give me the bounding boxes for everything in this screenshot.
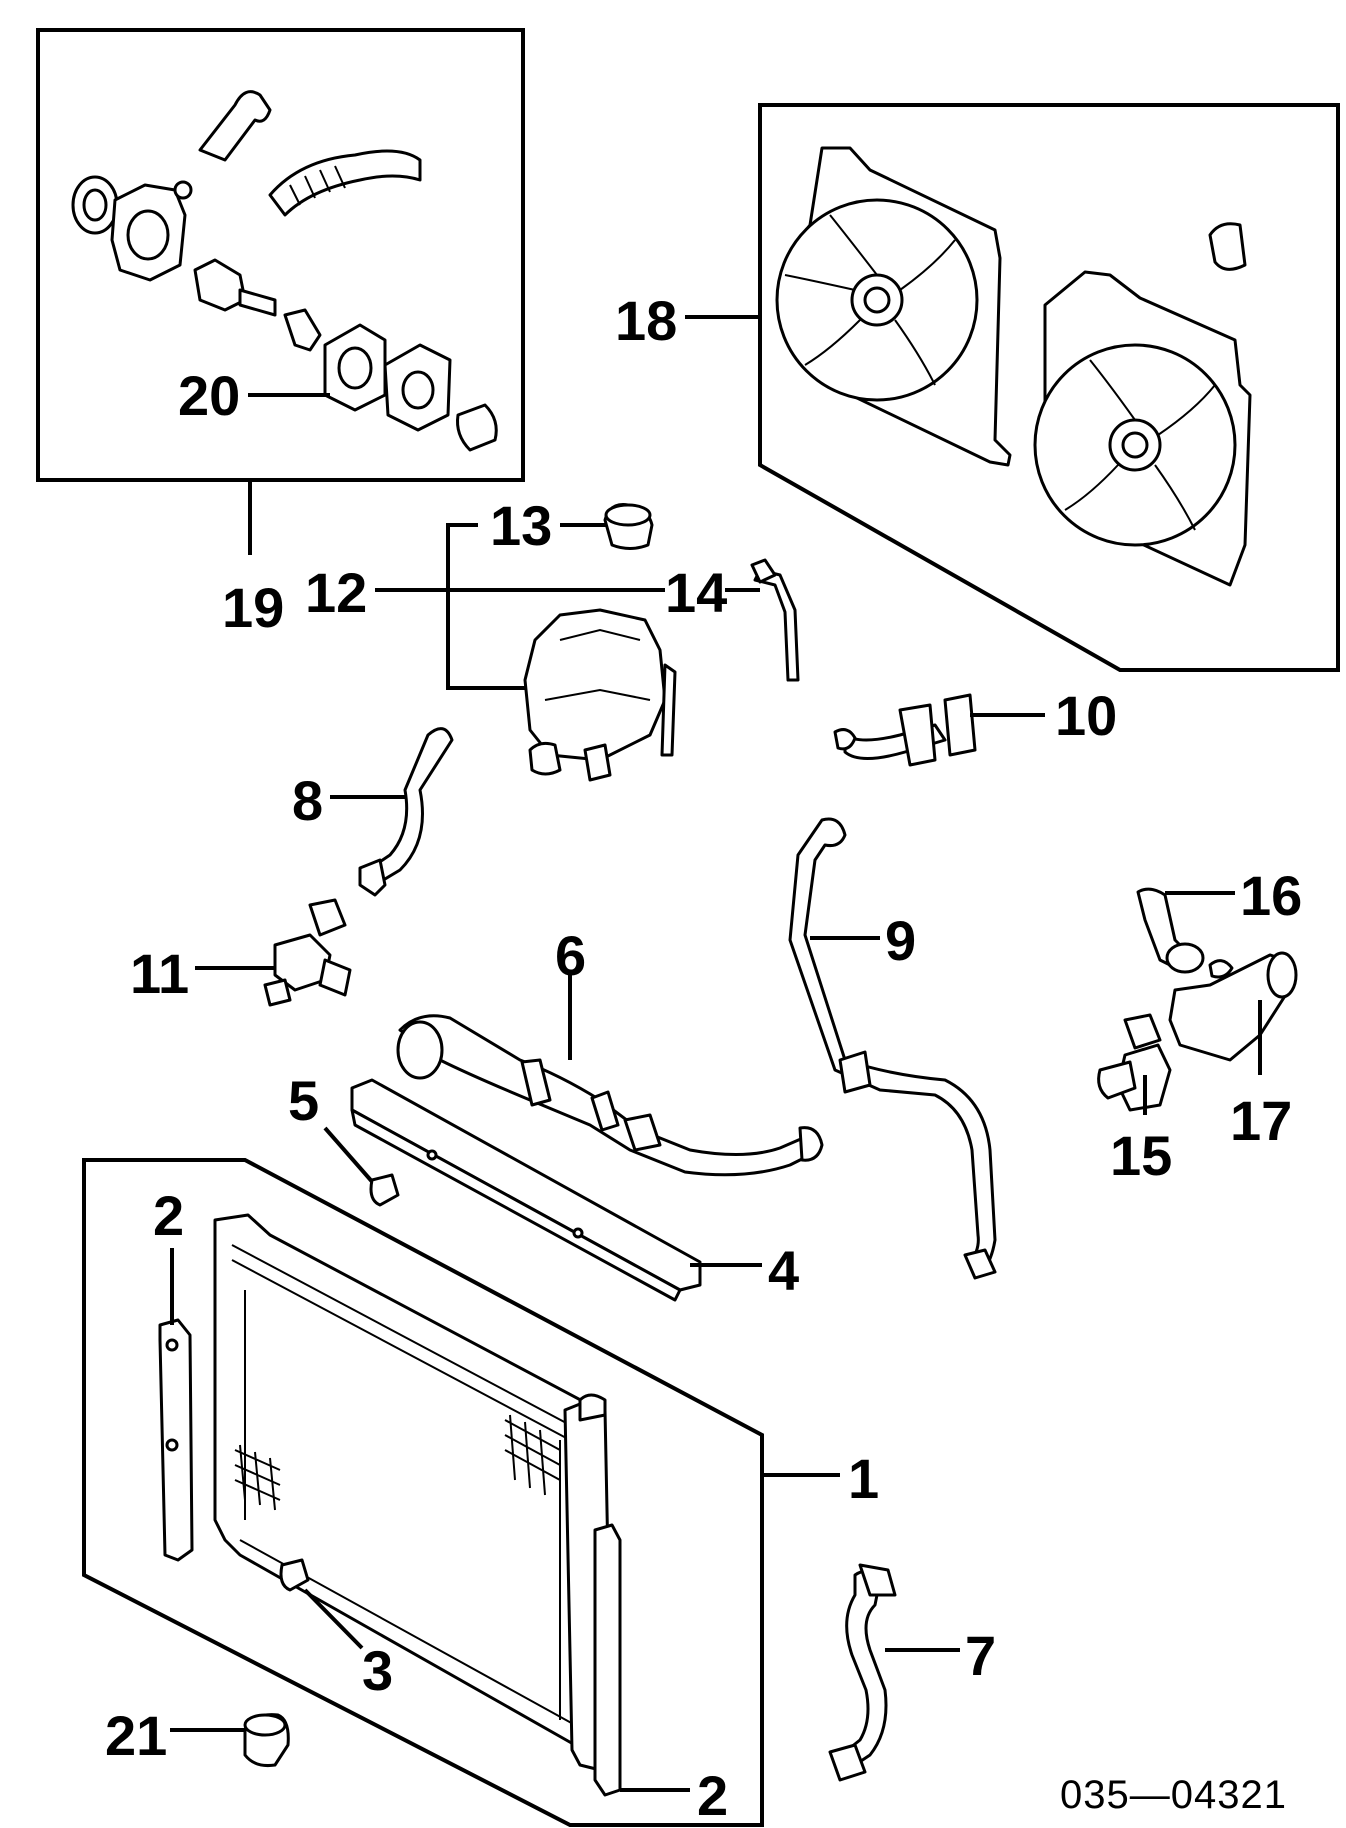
upper-mount-group xyxy=(323,1078,762,1302)
coolant-reservoir-group xyxy=(375,503,800,782)
diagram-reference-code: 035—04321 xyxy=(1060,1773,1287,1817)
callout-21: 21 xyxy=(105,1704,167,1767)
water-outlet-group xyxy=(1097,887,1298,1115)
callout-10: 10 xyxy=(1055,684,1117,747)
callout-12: 12 xyxy=(305,561,367,624)
radiator-group xyxy=(82,1158,840,1827)
callout-18: 18 xyxy=(615,289,677,352)
callout-11: 11 xyxy=(130,942,189,1005)
callout-2b: 2 xyxy=(697,1764,728,1827)
callout-9: 9 xyxy=(885,909,916,972)
callout-8: 8 xyxy=(292,769,323,832)
callout-6: 6 xyxy=(555,924,586,987)
callout-16: 16 xyxy=(1240,864,1302,927)
callout-3: 3 xyxy=(362,1639,393,1702)
callout-13: 13 xyxy=(490,494,552,557)
hose-7 xyxy=(828,1563,960,1782)
callout-1: 1 xyxy=(848,1447,879,1510)
hose-6 xyxy=(396,975,824,1177)
callout-20: 20 xyxy=(178,364,240,427)
cap-21 xyxy=(170,1713,290,1767)
callout-5: 5 xyxy=(288,1069,319,1132)
group-box-1 xyxy=(82,1158,764,1827)
callout-17: 17 xyxy=(1230,1089,1292,1152)
callout-4: 4 xyxy=(768,1239,799,1302)
callout-19: 19 xyxy=(222,576,284,639)
callout-2a: 2 xyxy=(153,1184,184,1247)
callout-7: 7 xyxy=(965,1624,996,1687)
hose-10 xyxy=(833,693,1045,767)
cooling-fan-group xyxy=(685,103,1340,672)
group-box-19 xyxy=(36,28,525,482)
hose-8 xyxy=(330,727,454,897)
hose-9 xyxy=(788,817,997,1280)
callout-14: 14 xyxy=(665,561,727,624)
callout-15: 15 xyxy=(1110,1124,1172,1187)
thermostat-housing-group xyxy=(36,28,525,555)
fitting-11 xyxy=(195,898,352,1007)
group-box-18 xyxy=(758,103,1340,672)
